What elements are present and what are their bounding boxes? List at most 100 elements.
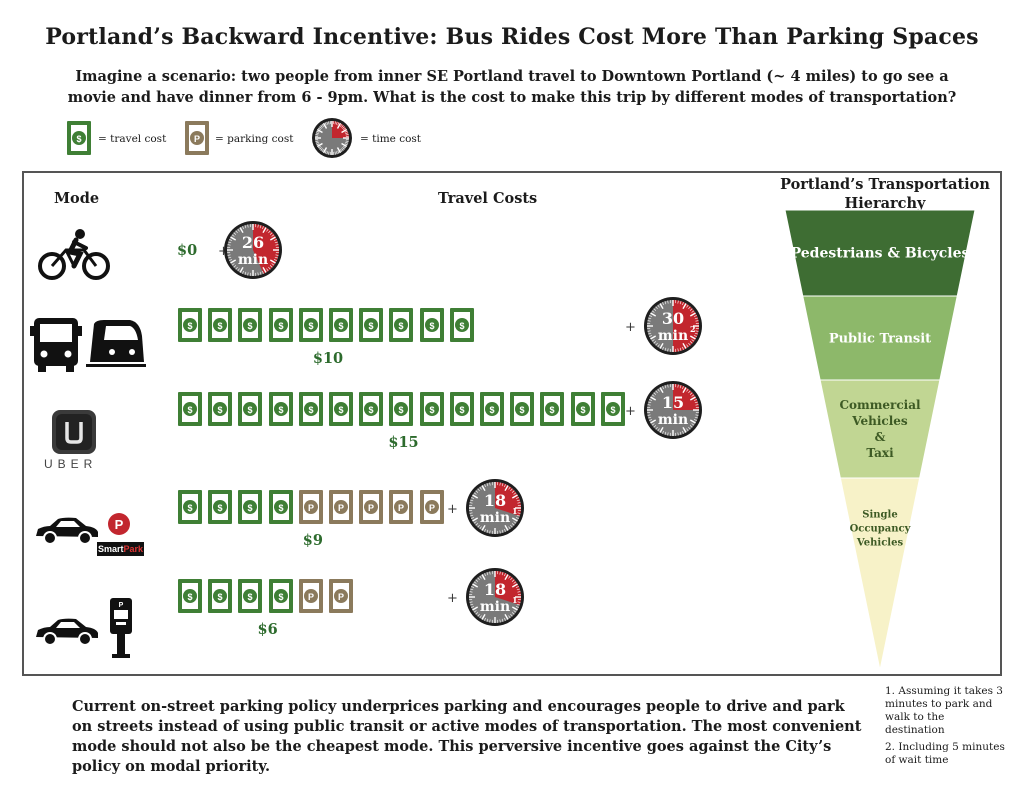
plus-sign: +: [625, 320, 636, 335]
plus-sign: +: [218, 244, 229, 259]
svg-text:$: $: [338, 321, 343, 331]
hierarchy-layer-label: Pedestrians & Bicycles: [791, 246, 970, 262]
svg-text:$: $: [76, 134, 81, 144]
hierarchy-header: Portland’s Transportation Hierarchy: [780, 176, 990, 212]
svg-text:P: P: [429, 503, 435, 513]
travel-cost-bill-icon: $: [510, 392, 535, 426]
time-cost-minutes: 30: [662, 309, 684, 328]
smartpark-logo-park: Park: [123, 544, 144, 554]
svg-text:$: $: [369, 321, 374, 331]
time-cost-unit: min: [480, 599, 510, 615]
travel-cost-bill-icon: $: [540, 392, 565, 426]
svg-text:P: P: [338, 503, 344, 513]
hierarchy-layer: [819, 379, 941, 479]
time-cost-minutes: 18: [484, 491, 506, 510]
plus-sign: +: [447, 502, 458, 517]
travel-cost-bill-icon: $: [359, 308, 384, 342]
car-icon: [36, 517, 98, 545]
parking-meter-icon: P: [110, 598, 132, 658]
footnote-marker: 1: [512, 595, 518, 605]
travel-cost-bill-icon: $: [329, 392, 353, 426]
svg-text:P: P: [338, 592, 344, 602]
travel-costs-header: Travel Costs: [438, 190, 538, 207]
legend-parking-label: = parking cost: [215, 133, 294, 145]
svg-text:$: $: [610, 405, 615, 415]
svg-text:P: P: [308, 592, 314, 602]
travel-cost-bill-icon: $: [268, 392, 293, 426]
travel-cost-bill-icon: $: [389, 392, 414, 426]
parking-cost-bill-icon: P: [298, 490, 323, 524]
svg-text:$: $: [187, 503, 192, 513]
parking-cost-bill-icon: P: [389, 490, 414, 524]
travel-cost-bill-icon: $: [208, 308, 233, 342]
svg-text:$: $: [187, 321, 192, 331]
page-title: Portland’s Backward Incentive: Bus Rides…: [45, 24, 979, 50]
time-cost-unit: min: [238, 252, 268, 268]
travel-cost-bill-icon: $: [298, 308, 323, 342]
footnote-marker: 1: [512, 506, 518, 516]
bus-icon: [30, 318, 82, 372]
time-cost-clock-icon: [312, 118, 352, 158]
footnote-1: 1. Assuming it takes 3 minutes to park a…: [885, 685, 1003, 736]
travel-cost-bill-icon: $: [268, 579, 293, 613]
svg-text:$: $: [187, 405, 192, 415]
mode-header: Mode: [54, 190, 100, 207]
svg-text:$: $: [429, 405, 434, 415]
svg-text:$: $: [218, 405, 223, 415]
svg-text:$: $: [218, 503, 223, 513]
svg-text:$: $: [248, 405, 253, 415]
travel-cost-bill-icon: $: [178, 579, 202, 613]
travel-cost-bill-icon: $: [178, 392, 202, 426]
svg-text:$: $: [399, 405, 404, 415]
travel-cost-bill-icon: $: [298, 392, 323, 426]
svg-text:P: P: [115, 517, 124, 532]
policy-statement: Current on-street parking policy underpr…: [72, 698, 862, 775]
svg-text:P: P: [119, 602, 124, 609]
travel-cost-bill-icon: $: [480, 392, 504, 426]
travel-cost-bill-icon: $: [449, 392, 474, 426]
travel-cost-bill-icon: $: [178, 490, 202, 524]
svg-text:$: $: [459, 405, 464, 415]
scenario-text: Imagine a scenario: two people from inne…: [67, 68, 957, 106]
svg-text:$: $: [218, 321, 223, 331]
travel-cost-bill-icon: $: [329, 308, 353, 342]
travel-cost-bill-icon: $: [268, 308, 293, 342]
svg-text:$: $: [308, 321, 313, 331]
svg-text:$: $: [248, 592, 253, 602]
time-cost-minutes: 18: [484, 580, 506, 599]
plus-sign: +: [625, 404, 636, 419]
footnote-2: 2. Including 5 minutes of wait time: [885, 741, 1005, 766]
parking-cost-bill-icon: P: [298, 579, 323, 613]
svg-text:$: $: [278, 405, 283, 415]
plus-sign: +: [447, 591, 458, 606]
travel-cost-bill-icon: $: [238, 579, 263, 613]
svg-text:$: $: [248, 503, 253, 513]
travel-cost-bill-icon: $: [208, 579, 233, 613]
svg-text:$: $: [459, 321, 464, 331]
svg-text:$: $: [338, 405, 343, 415]
total-cost: $15: [388, 434, 419, 451]
travel-cost-bill-icon: $: [178, 308, 202, 342]
travel-cost-bill-icon: $: [600, 392, 625, 426]
svg-text:$: $: [399, 321, 404, 331]
uber-wordmark: UBER: [44, 457, 98, 471]
travel-cost-bill-icon: $: [67, 121, 91, 155]
svg-text:P: P: [398, 503, 404, 513]
travel-cost-bill-icon: $: [238, 308, 263, 342]
light-rail-icon: [86, 320, 146, 367]
svg-text:$: $: [278, 592, 283, 602]
total-cost: $9: [302, 532, 323, 549]
travel-cost-bill-icon: $: [419, 308, 444, 342]
smartpark-logo: SmartPark: [97, 542, 144, 556]
travel-cost-bill-icon: $: [389, 308, 414, 342]
svg-text:$: $: [369, 405, 374, 415]
svg-text:$: $: [429, 321, 434, 331]
travel-cost-bill-icon: $: [238, 490, 263, 524]
